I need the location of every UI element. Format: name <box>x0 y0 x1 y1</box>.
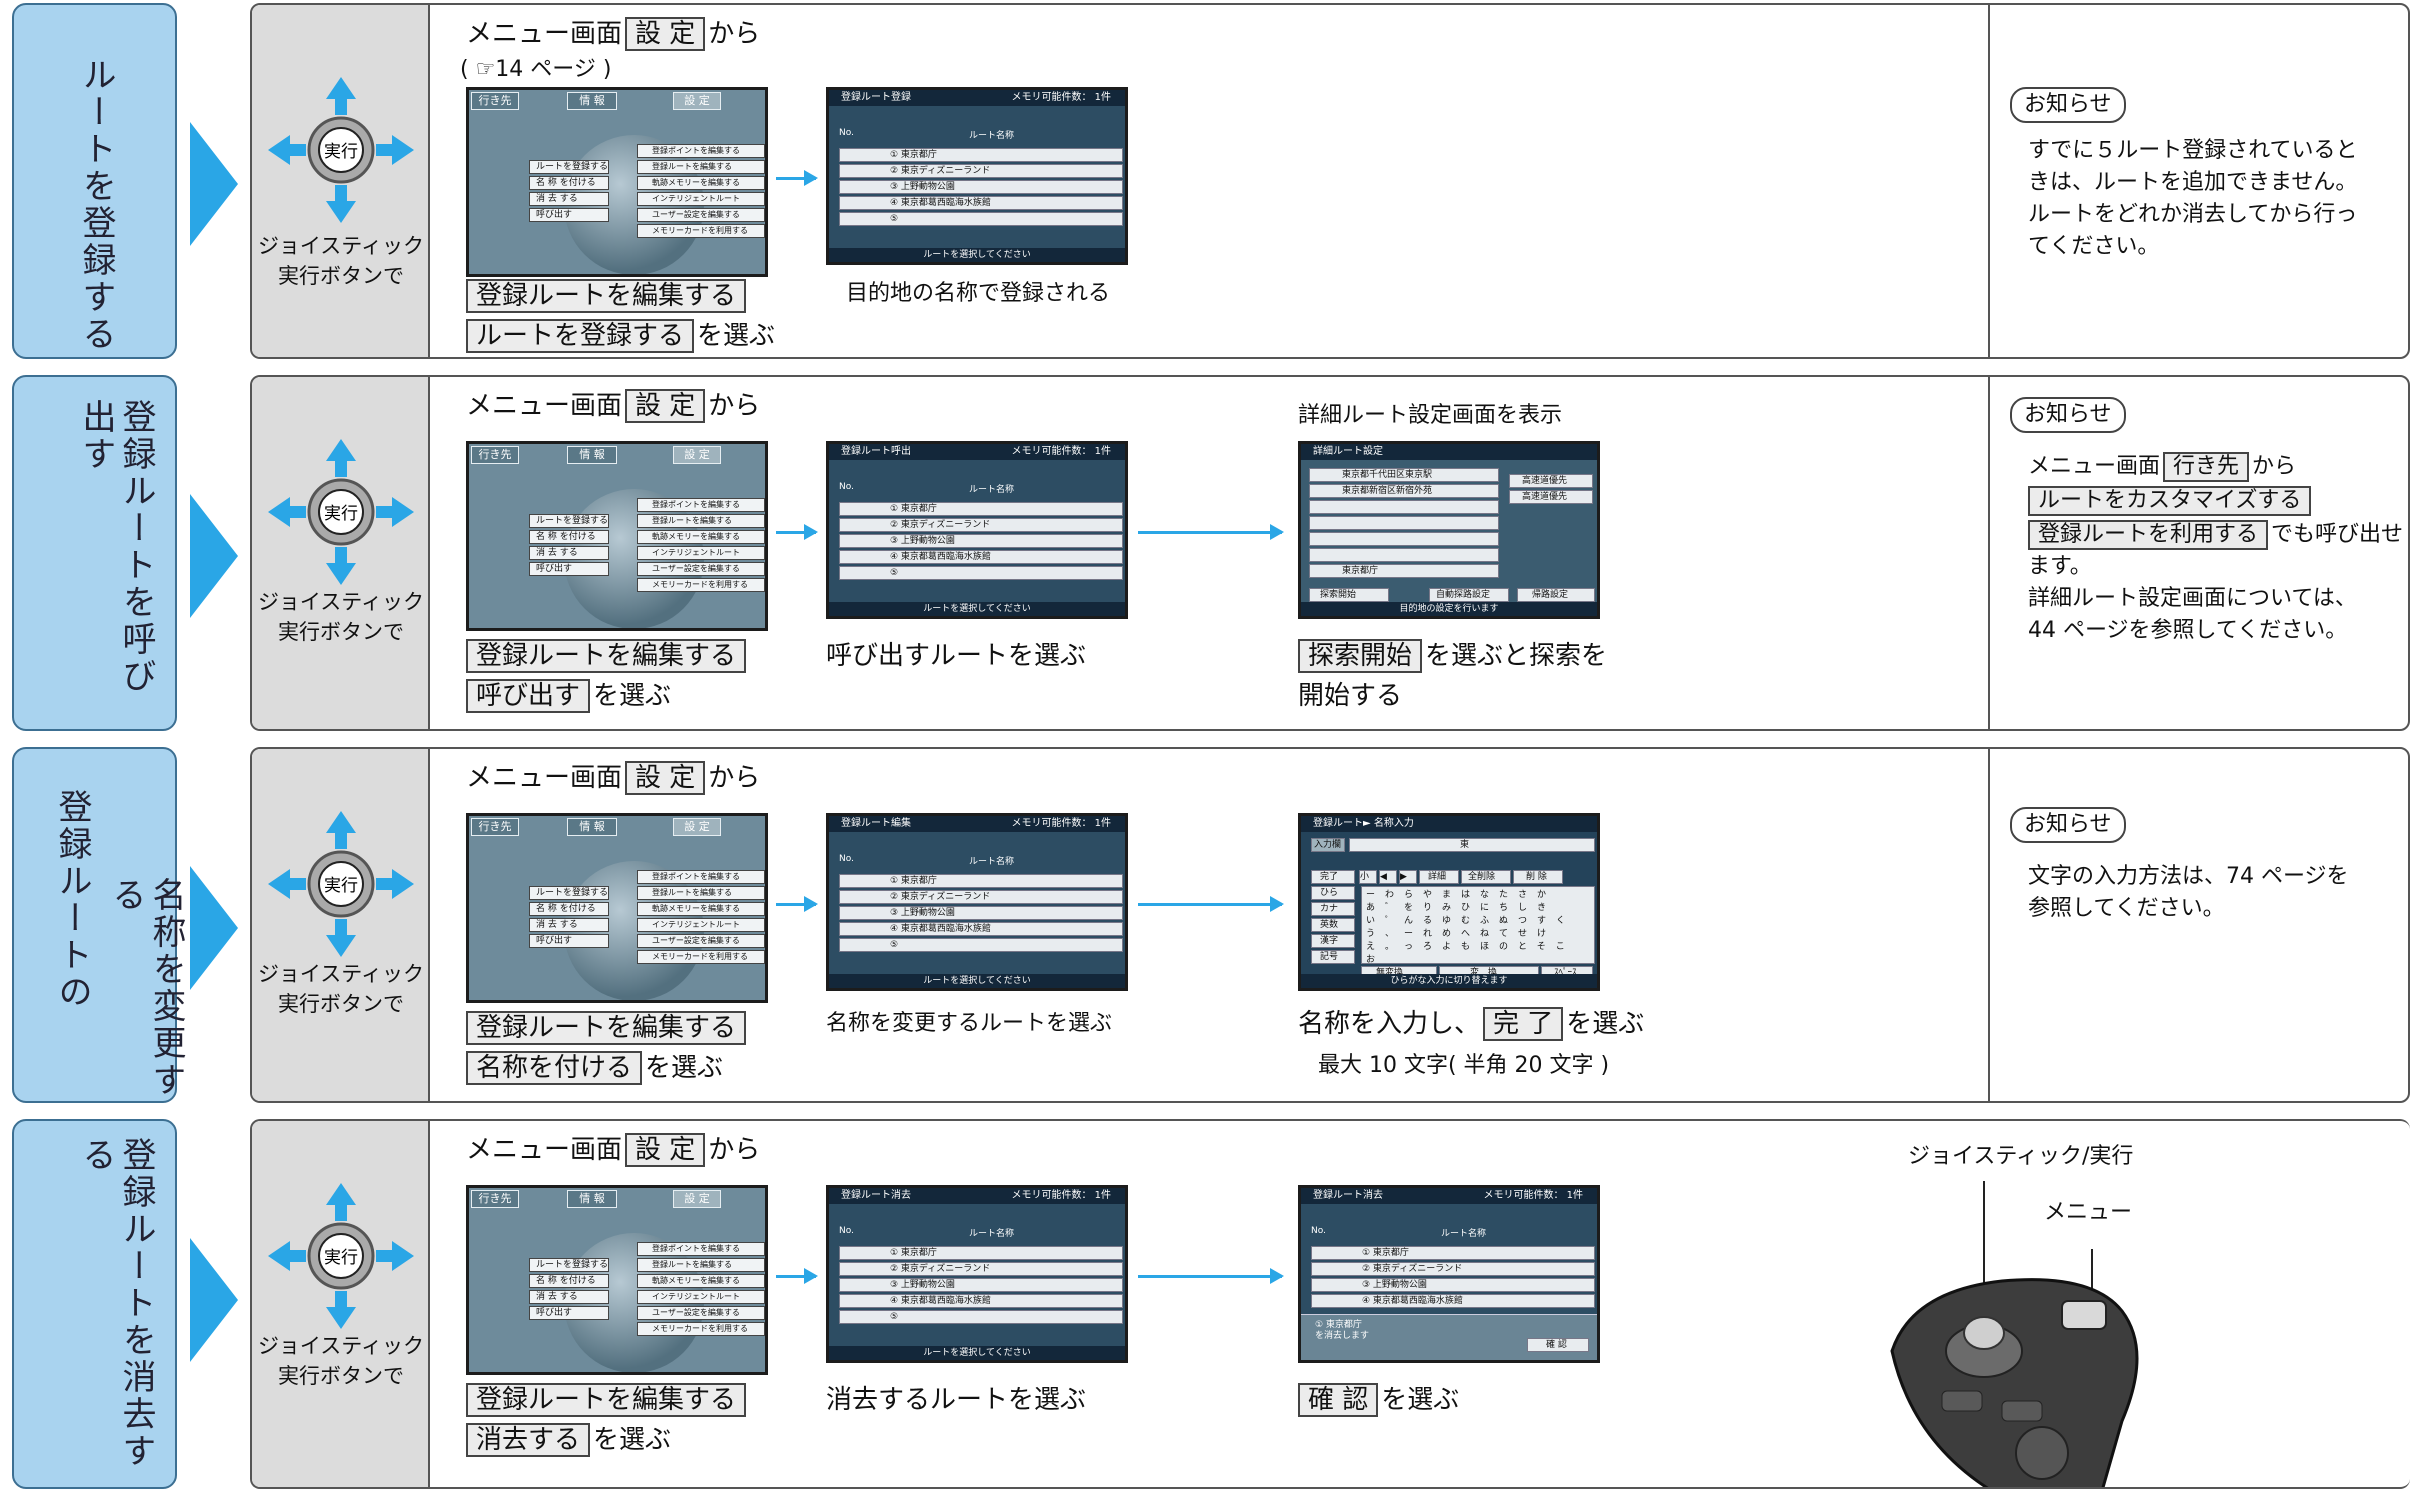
arrow-icon <box>776 896 818 912</box>
joystick-icon: 実行 <box>268 811 414 957</box>
search-step-line2: 開始する <box>1298 681 1403 711</box>
section-title-col2: 登録ルートの <box>52 789 92 1011</box>
kb-keys: ーわらやまはなたさかあ゛をりみひにちしきい゜んるゆむふぬつすくう、ーれめへねてせ… <box>1361 886 1595 965</box>
flow-arrow-icon <box>190 122 238 246</box>
joystick-caption: ジョイスティック実行ボタンで <box>257 1334 425 1388</box>
flow-arrow-icon <box>190 494 238 618</box>
menu-screenshot: 行き先 情 報 設 定 ルートを登録する 名 称 を付ける 消 去 する 呼び出… <box>466 1185 768 1375</box>
step3-text: 消去するを選ぶ <box>466 1423 671 1457</box>
input-step: 名称を入力し、完 了を選ぶ <box>1298 1007 1645 1041</box>
search-step: 探索開始を選ぶと探索を <box>1298 639 1607 673</box>
joystick-panel: 実行 ジョイスティック実行ボタンで <box>252 749 430 1101</box>
section-tab: 名称を変更する 登録ルートの <box>12 747 186 1103</box>
notice-text: すでに５ルート登録されているときは、ルートを追加できません。ルートをどれか消去し… <box>2028 138 2358 259</box>
joystick-icon: 実行 <box>268 439 414 585</box>
step1-text: メニュー画面設 定から <box>466 761 761 795</box>
section-recall-route: 登録ルートを呼び出す 実行 ジョイスティック実行ボタンで メニュー画面設 定から… <box>0 372 2420 734</box>
section-register-route: ルートを登録する 実行 ジョイスティック実行ボタンで メニュー画面設 定から (… <box>0 0 2420 362</box>
step2-text: 登録ルートを編集する <box>466 1383 749 1417</box>
step1-text: メニュー画面設 定から <box>466 17 761 51</box>
screen-caption: 消去するルートを選ぶ <box>826 1385 1087 1415</box>
screen-caption: 目的地の名称で登録される <box>846 281 1111 306</box>
step1-text: メニュー画面設 定から <box>466 389 761 423</box>
section-title: ルートを登録する <box>76 57 116 353</box>
joystick-icon: 実行 <box>268 77 414 223</box>
step2-text: 登録ルートを編集する <box>466 639 749 673</box>
arrow-icon <box>1138 896 1284 912</box>
detail-route-screenshot: 詳細ルート設定 東京都千代田区東京駅 東京都新宿区新宿外苑 東京都庁 高速道優先… <box>1298 441 1600 619</box>
step3-text: ルートを登録するを選ぶ <box>466 319 775 353</box>
notice-badge: お知らせ <box>2010 397 2126 433</box>
notice-text: 文字の入力方法は、74 ページを参照してください。 <box>2028 864 2349 921</box>
section-title: 登録ルートを呼び出す <box>76 399 156 695</box>
section-rename-route: 名称を変更する 登録ルートの 実行 ジョイスティック実行ボタンで メニュー画面設… <box>0 744 2420 1106</box>
svg-text:実行: 実行 <box>324 1248 358 1268</box>
menu-screenshot: 行き先 情 報 設 定 ルートを登録する 名 称 を付ける 消 去 する 呼び出… <box>466 87 768 277</box>
flow-arrow-icon <box>190 866 238 990</box>
section-tab: ルートを登録する <box>12 3 177 359</box>
confirm-step: 確 認を選ぶ <box>1298 1383 1459 1417</box>
route-list-screenshot: 登録ルート編集メモリ可能件数： 1件 No.ルート名称 ① 東京都庁 ② 東京デ… <box>826 813 1128 991</box>
section-tab: 登録ルートを呼び出す <box>12 375 177 731</box>
menu-screenshot: 行き先 情 報 設 定 ルートを登録する 名 称 を付ける 消 去 する 呼び出… <box>466 441 768 631</box>
kb-top-row: 小 ◀ ▶ 詳細 全削除 削 除 <box>1359 870 1597 884</box>
remote-control-icon <box>1890 1181 2139 1487</box>
arrow-icon <box>1138 524 1284 540</box>
arrow-icon <box>776 1268 818 1284</box>
menu-screenshot: 行き先 情 報 設 定 ルートを登録する 名 称 を付ける 消 去 する 呼び出… <box>466 813 768 1003</box>
arrow-icon <box>776 524 818 540</box>
step-panel: 実行 ジョイスティック実行ボタンで メニュー画面設 定から 行き先 情 報 設 … <box>250 747 2410 1103</box>
joystick-caption: ジョイスティック実行ボタンで <box>257 590 425 644</box>
section-title-col1: 名称を変更する <box>106 877 186 1099</box>
svg-text:実行: 実行 <box>324 504 358 524</box>
confirm-screenshot: 登録ルート消去メモリ可能件数： 1件 No.ルート名称 ① 東京都庁 ② 東京デ… <box>1298 1185 1600 1363</box>
screen-caption: 呼び出すルートを選ぶ <box>826 641 1087 671</box>
notice-badge: お知らせ <box>2010 807 2126 843</box>
step2-text: 登録ルートを編集する <box>466 279 749 313</box>
arrow-icon <box>776 170 818 186</box>
step3-text: 呼び出すを選ぶ <box>466 679 671 713</box>
step3-text: 名称を付けるを選ぶ <box>466 1051 723 1085</box>
step-panel: 実行 ジョイスティック実行ボタンで メニュー画面設 定から 行き先 情 報 設 … <box>250 375 2410 731</box>
svg-text:実行: 実行 <box>324 876 358 896</box>
route-list-screenshot: 登録ルート登録メモリ可能件数： 1件 No.ルート名称 ① 東京都庁 ② 東京デ… <box>826 87 1128 265</box>
joystick-panel: 実行 ジョイスティック実行ボタンで <box>252 5 430 357</box>
notice-badge: お知らせ <box>2010 87 2126 123</box>
step1-text: メニュー画面設 定から <box>466 1133 761 1167</box>
route-list-screenshot: 登録ルート消去メモリ可能件数： 1件 No.ルート名称 ① 東京都庁 ② 東京デ… <box>826 1185 1128 1363</box>
section-title: 登録ルートを消去する <box>76 1137 156 1470</box>
joystick-panel: 実行 ジョイスティック実行ボタンで <box>252 377 430 729</box>
remote-label-joystick: ジョイスティック/実行 <box>1908 1144 2134 1169</box>
char-limit: 最大 10 文字( 半角 20 文字 ) <box>1318 1053 1610 1078</box>
section-tab: 登録ルートを消去する <box>12 1119 177 1489</box>
joystick-label: 実行 <box>324 142 358 162</box>
section-delete-route: 登録ルートを消去する 実行 ジョイスティック実行ボタンで メニュー画面設 定から… <box>0 1116 2420 1489</box>
joystick-caption: ジョイスティック実行ボタンで <box>257 962 425 1016</box>
screen-caption: 名称を変更するルートを選ぶ <box>826 1011 1113 1036</box>
page-reference: ( ☞14 ページ ) <box>460 57 612 82</box>
notice-text: メニュー画面行き先から ルートをカスタマイズする 登録ルートを利用するでも呼び出… <box>2028 452 2404 643</box>
arrow-icon <box>1138 1268 1284 1284</box>
remote-label-menu: メニュー <box>2044 1200 2133 1225</box>
joystick-caption: ジョイスティック実行ボタンで <box>257 234 425 288</box>
flow-arrow-icon <box>190 1238 238 1362</box>
step-panel: 実行 ジョイスティック実行ボタンで メニュー画面設 定から 行き先 情 報 設 … <box>250 1119 2410 1489</box>
step-panel: 実行 ジョイスティック実行ボタンで メニュー画面設 定から ( ☞14 ページ … <box>250 3 2410 359</box>
step2-text: 登録ルートを編集する <box>466 1011 749 1045</box>
route-list-screenshot: 登録ルート呼出メモリ可能件数： 1件 No.ルート名称 ① 東京都庁 ② 東京デ… <box>826 441 1128 619</box>
joystick-panel: 実行 ジョイスティック実行ボタンで <box>252 1121 430 1487</box>
name-input-screenshot: 登録ルート► 名称入力 入力欄 東 小 ◀ ▶ 詳細 全削除 削 除 完了 ひら… <box>1298 813 1600 991</box>
detail-title: 詳細ルート設定画面を表示 <box>1298 403 1563 428</box>
joystick-icon: 実行 <box>268 1183 414 1329</box>
